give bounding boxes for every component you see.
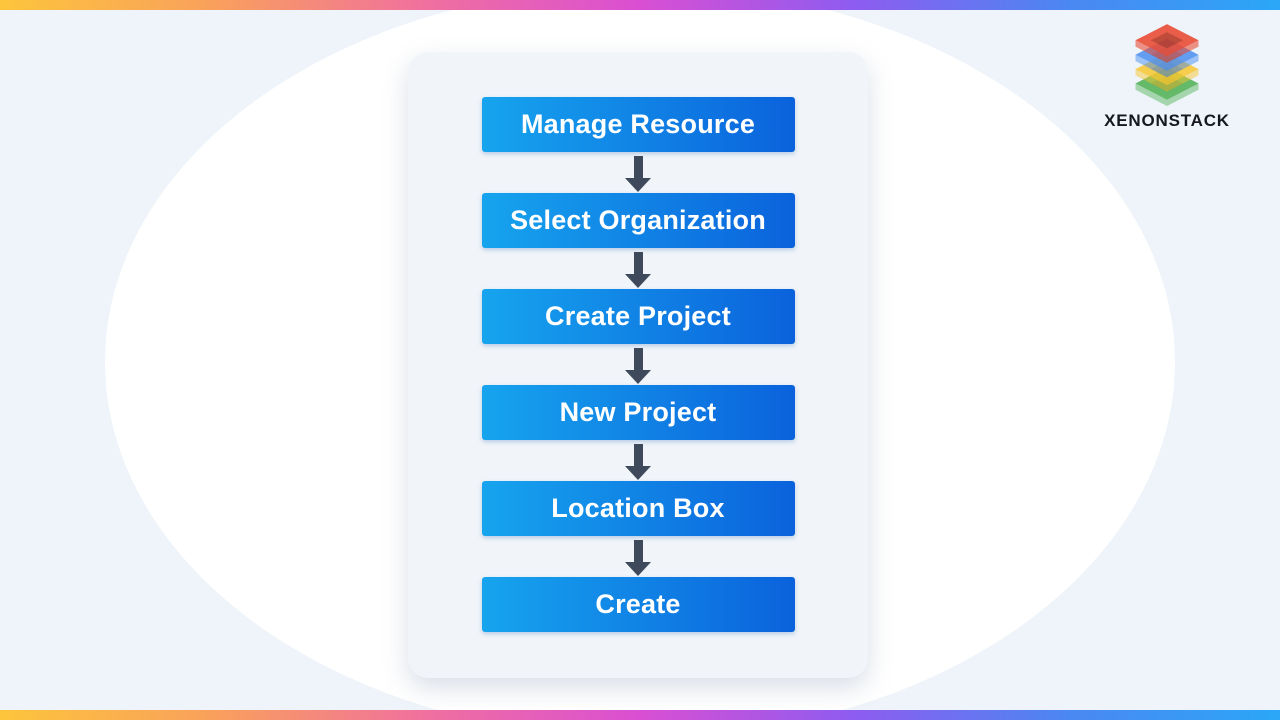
brand-block: XENONSTACK bbox=[1082, 24, 1252, 131]
arrow-down-icon bbox=[625, 536, 651, 577]
flow-step-label: Manage Resource bbox=[520, 109, 756, 139]
arrow-down-icon bbox=[625, 152, 651, 193]
flow-step-label: Create Project bbox=[545, 301, 731, 331]
flow-step-new-project: New Project bbox=[481, 385, 795, 440]
flow-step-label: New Project bbox=[559, 397, 717, 427]
flow-step-manage-resource: Manage Resource bbox=[481, 97, 795, 152]
flow-step-label: Create bbox=[595, 589, 681, 619]
bottom-rainbow-border bbox=[0, 710, 1280, 720]
flow-step-create-project: Create Project bbox=[481, 289, 795, 344]
stacked-layers-icon bbox=[1135, 24, 1199, 106]
arrow-down-icon bbox=[625, 440, 651, 481]
flow-step-select-organization: Select Organization bbox=[481, 193, 795, 248]
arrow-down-icon bbox=[625, 248, 651, 289]
brand-wordmark: XENONSTACK bbox=[1104, 111, 1230, 130]
arrow-down-icon bbox=[625, 344, 651, 385]
flowchart-card: Manage Resource Select Organization Crea… bbox=[408, 52, 868, 678]
flow-step-label: Location Box bbox=[551, 493, 725, 523]
flow-step-label: Select Organization bbox=[510, 205, 766, 235]
top-rainbow-border bbox=[0, 0, 1280, 10]
flow-step-create: Create bbox=[481, 577, 795, 632]
flow-step-location-box: Location Box bbox=[481, 481, 795, 536]
